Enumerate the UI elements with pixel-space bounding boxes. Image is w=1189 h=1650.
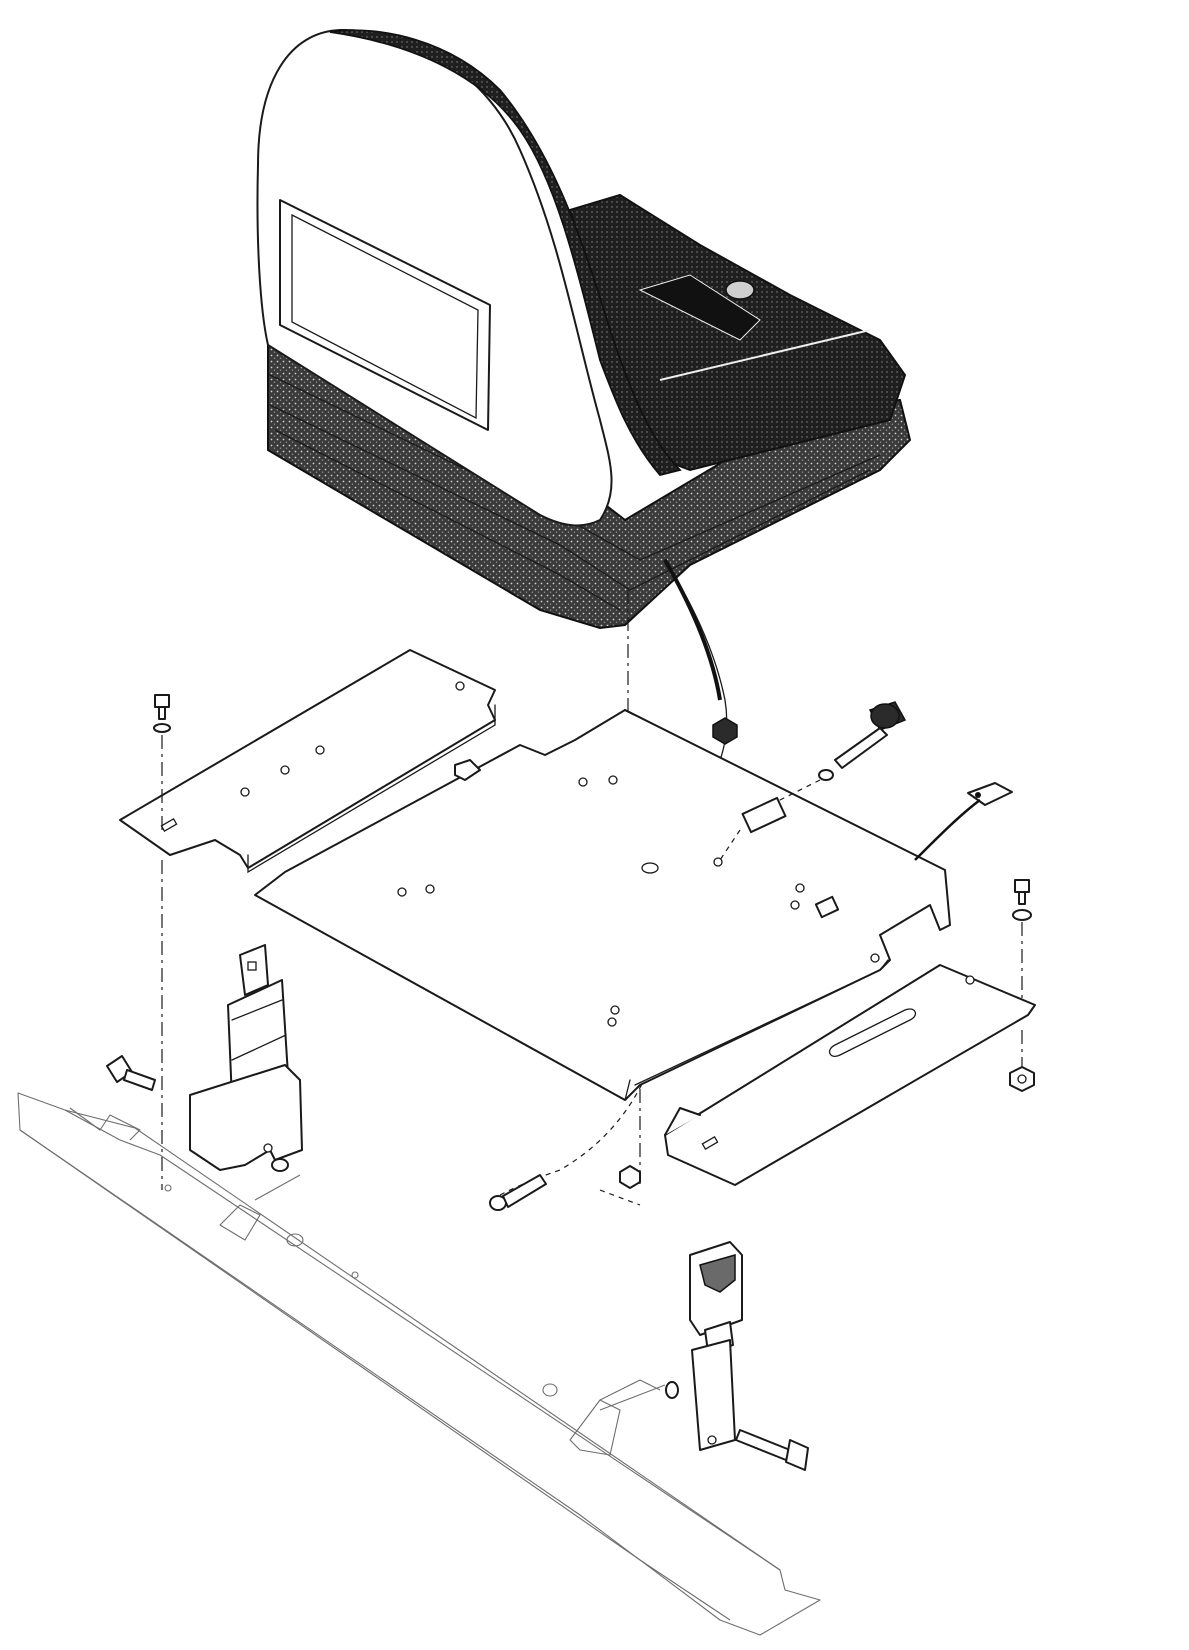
center-line-curve (499, 869, 668, 1196)
frame-channel (17, 1092, 821, 1636)
flange-nut-lower (619, 1165, 641, 1189)
hex-bolt-left-top (153, 694, 171, 733)
hex-bolt-left-side (106, 1055, 156, 1091)
seat-label-window (279, 199, 491, 431)
hex-bolt-buckle (735, 1429, 809, 1471)
adjustment-knob (818, 701, 907, 781)
right-rail-slot (828, 1008, 917, 1057)
seat-switch-clip (914, 782, 1013, 861)
hex-bolt-right-top (1012, 879, 1032, 921)
flange-nut-right (1009, 1066, 1035, 1092)
seat-lever-knob (725, 280, 755, 300)
cap-screw-lower (489, 1174, 547, 1211)
seat-assembly (256, 28, 912, 630)
left-rail-plate (119, 649, 496, 874)
seat-belt-buckle (689, 1241, 743, 1451)
flange-nut-cable (712, 717, 738, 745)
right-rail-plate (664, 964, 1036, 1186)
seat-backrest-cushion (329, 29, 682, 477)
seat-belt-retractor (189, 944, 303, 1172)
